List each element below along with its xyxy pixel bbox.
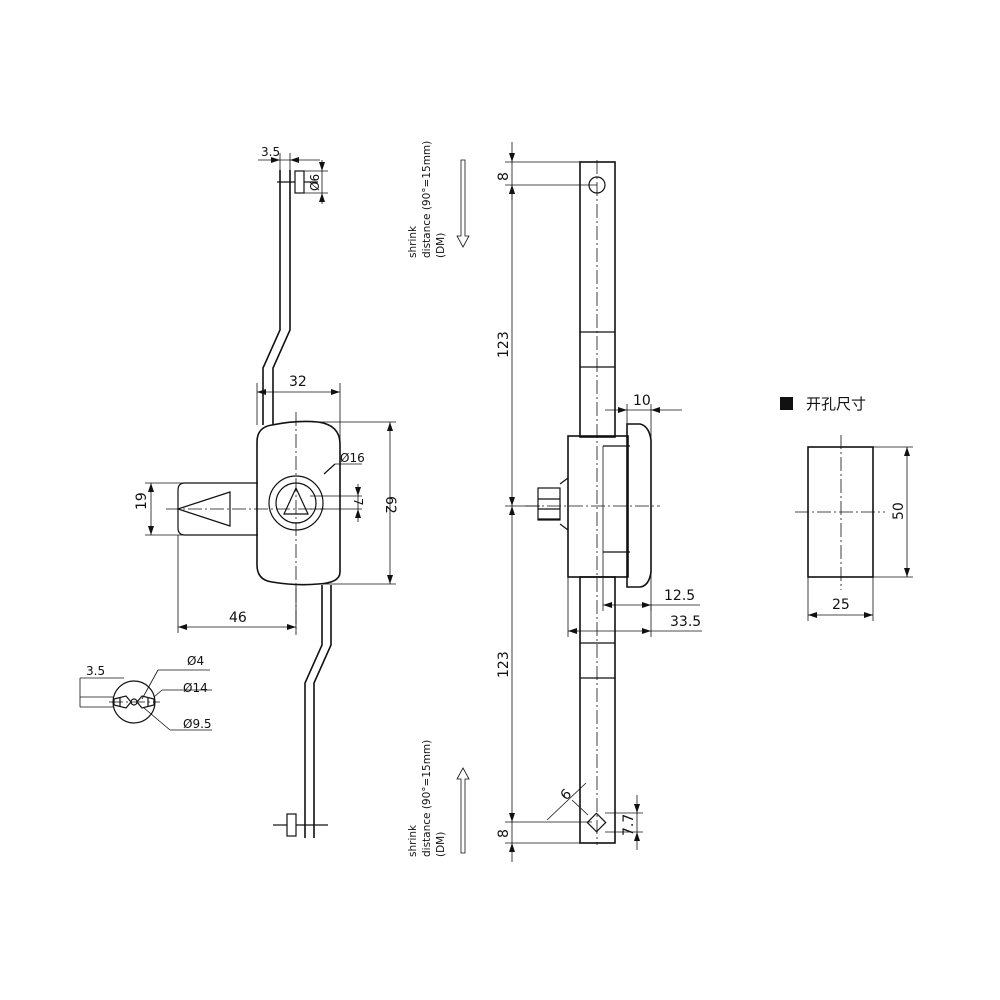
cutout-legend-square bbox=[780, 397, 793, 410]
dim-phi16: Ø16 bbox=[340, 451, 365, 465]
dim-8-bottom: 8 bbox=[496, 829, 512, 838]
cutout-view: 开孔尺寸 50 25 bbox=[780, 395, 913, 621]
shrink-note-top: shrink distance (90°=15mm) (DM) bbox=[407, 141, 470, 258]
side-handle-plate bbox=[626, 423, 652, 588]
dim-7-7: 7.7 bbox=[621, 814, 637, 836]
dim-46: 46 bbox=[229, 610, 247, 626]
lower-rod bbox=[304, 585, 332, 838]
cutout-title: 开孔尺寸 bbox=[806, 395, 866, 413]
dim-phi6: Ø6 bbox=[308, 174, 322, 191]
dim-25: 25 bbox=[832, 597, 850, 613]
dim-6: 6 bbox=[558, 786, 576, 804]
dim-62: 62 bbox=[382, 496, 398, 514]
dim-phi14: Ø14 bbox=[183, 681, 208, 695]
dim-3-5-top: 3.5 bbox=[261, 145, 280, 159]
dim-123-top: 123 bbox=[496, 331, 512, 358]
dim-7: 7 bbox=[351, 498, 365, 506]
lower-bar bbox=[579, 576, 616, 844]
svg-text:distance (90°=15mm): distance (90°=15mm) bbox=[421, 141, 433, 258]
bottom-rod-bolt bbox=[273, 813, 328, 837]
key-detail: 3.5 Ø4 Ø14 Ø9.5 bbox=[79, 654, 212, 731]
svg-text:shrink: shrink bbox=[407, 824, 419, 857]
side-nut bbox=[537, 477, 569, 531]
dim-19: 19 bbox=[134, 492, 150, 510]
svg-text:distance (90°=15mm): distance (90°=15mm) bbox=[421, 740, 433, 857]
top-rod-bolt bbox=[277, 170, 318, 194]
dim-33-5: 33.5 bbox=[670, 614, 701, 630]
svg-text:(DM): (DM) bbox=[435, 233, 447, 258]
keyhole bbox=[268, 463, 336, 531]
dim-50: 50 bbox=[891, 502, 907, 520]
side-body bbox=[567, 435, 629, 578]
svg-text:(DM): (DM) bbox=[435, 832, 447, 857]
svg-text:shrink: shrink bbox=[407, 225, 419, 258]
dim-phi9-5: Ø9.5 bbox=[183, 717, 212, 731]
dim-phi4: Ø4 bbox=[187, 654, 204, 668]
lower-bar-square-hole bbox=[586, 812, 607, 833]
side-view: 8 123 10 12.5 33.5 123 bbox=[496, 142, 702, 862]
upper-bar bbox=[579, 161, 616, 438]
dim-123-bottom: 123 bbox=[496, 651, 512, 678]
upper-rod bbox=[262, 170, 291, 425]
dim-10: 10 bbox=[633, 393, 651, 409]
dim-32: 32 bbox=[289, 374, 307, 390]
shrink-note-bottom: shrink distance (90°=15mm) (DM) bbox=[407, 740, 470, 857]
dim-12-5: 12.5 bbox=[664, 588, 695, 604]
dim-8-top: 8 bbox=[496, 172, 512, 181]
front-view: 3.5 Ø6 32 Ø16 7 62 bbox=[79, 145, 398, 838]
dim-3-5-key: 3.5 bbox=[86, 664, 105, 678]
